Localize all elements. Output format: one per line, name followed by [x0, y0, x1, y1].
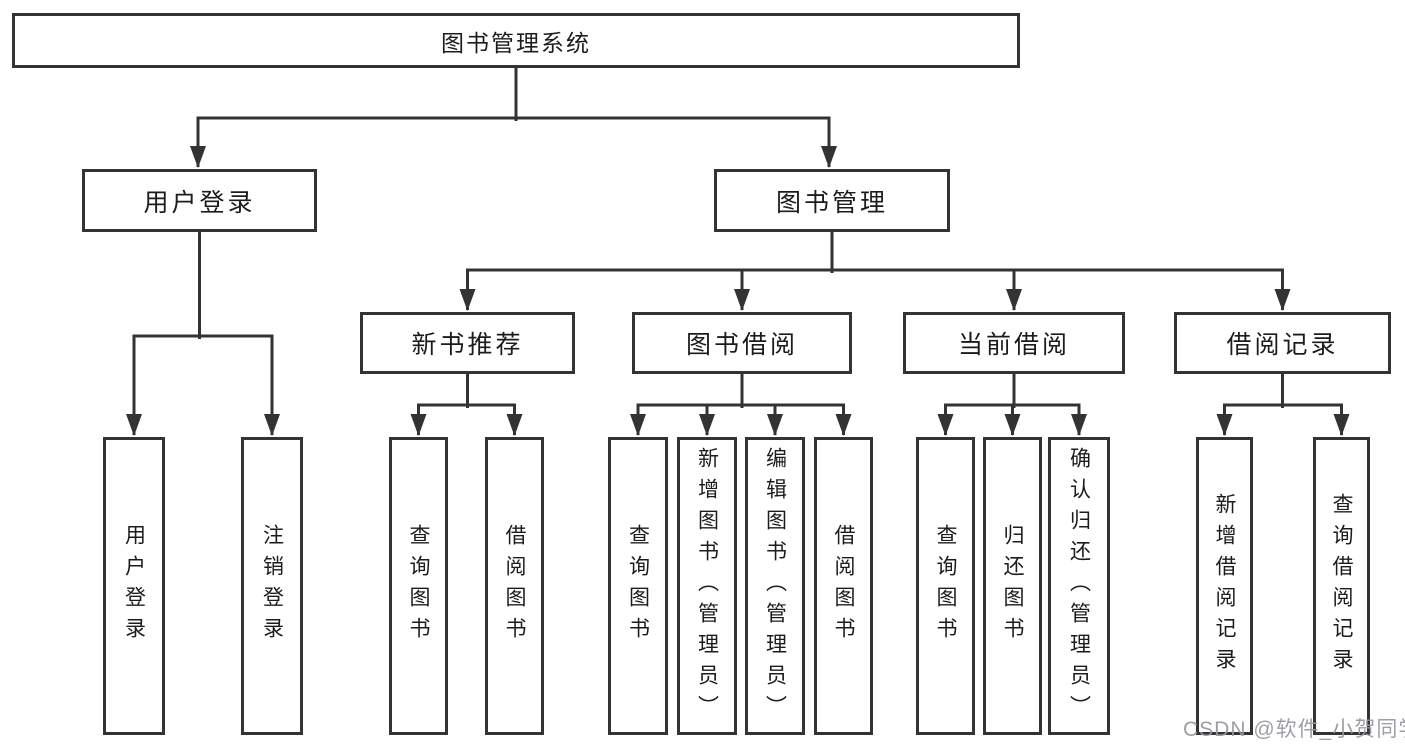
node-label: 借阅图书 — [832, 524, 855, 648]
leaf-user-login: 用户登录 — [103, 437, 165, 735]
node-label: 当前借阅 — [957, 331, 1070, 359]
leaf-borrow-add-book-admin: 新增图书（管理员） — [677, 437, 737, 735]
node-library-system: 图书管理系统 — [12, 13, 1020, 68]
csdn-watermark: CSDN @软件_小贺同学 — [1183, 718, 1405, 741]
node-label: 图书管理系统 — [441, 29, 591, 56]
node-label: 归还图书 — [1001, 524, 1024, 648]
node-label: 图书借阅 — [685, 331, 798, 359]
leaf-recommend-borrow-book: 借阅图书 — [485, 437, 544, 735]
leaf-current-query-book: 查询图书 — [916, 437, 975, 735]
leaf-records-query-record: 查询借阅记录 — [1313, 437, 1370, 735]
node-label: 查询图书 — [407, 524, 430, 648]
node-label: 用户登录 — [122, 524, 146, 648]
node-label: 借阅记录 — [1226, 331, 1339, 359]
leaf-borrow-edit-book-admin: 编辑图书（管理员） — [745, 437, 805, 735]
node-label: 注销登录 — [260, 524, 284, 648]
node-user-login: 用户登录 — [82, 169, 317, 232]
node-new-book-recommend: 新书推荐 — [360, 312, 575, 374]
node-label: 新书推荐 — [411, 331, 524, 359]
node-label: 新增图书（管理员） — [695, 446, 719, 726]
node-label: 确认归还（管理员） — [1067, 446, 1091, 726]
leaf-recommend-query-book: 查询图书 — [389, 437, 448, 735]
node-label: 图书管理 — [775, 188, 888, 217]
node-book-management: 图书管理 — [714, 169, 950, 232]
node-label: 查询图书 — [934, 524, 957, 648]
leaf-borrow-borrow-book: 借阅图书 — [814, 437, 873, 735]
node-label: 新增借阅记录 — [1213, 493, 1236, 679]
leaf-current-confirm-return-admin: 确认归还（管理员） — [1048, 437, 1110, 735]
leaf-current-return-book: 归还图书 — [983, 437, 1042, 735]
node-label: 查询图书 — [626, 524, 650, 648]
leaf-records-add-record: 新增借阅记录 — [1196, 437, 1253, 735]
leaf-borrow-query-book: 查询图书 — [608, 437, 668, 735]
node-current-borrow: 当前借阅 — [903, 312, 1125, 374]
node-label: 用户登录 — [143, 188, 256, 217]
node-label: 查询借阅记录 — [1330, 493, 1353, 679]
leaf-logout: 注销登录 — [241, 437, 303, 735]
node-label: 借阅图书 — [503, 524, 526, 648]
node-borrow-records: 借阅记录 — [1174, 312, 1391, 374]
node-book-borrow: 图书借阅 — [632, 312, 852, 374]
node-label: 编辑图书（管理员） — [763, 446, 787, 726]
